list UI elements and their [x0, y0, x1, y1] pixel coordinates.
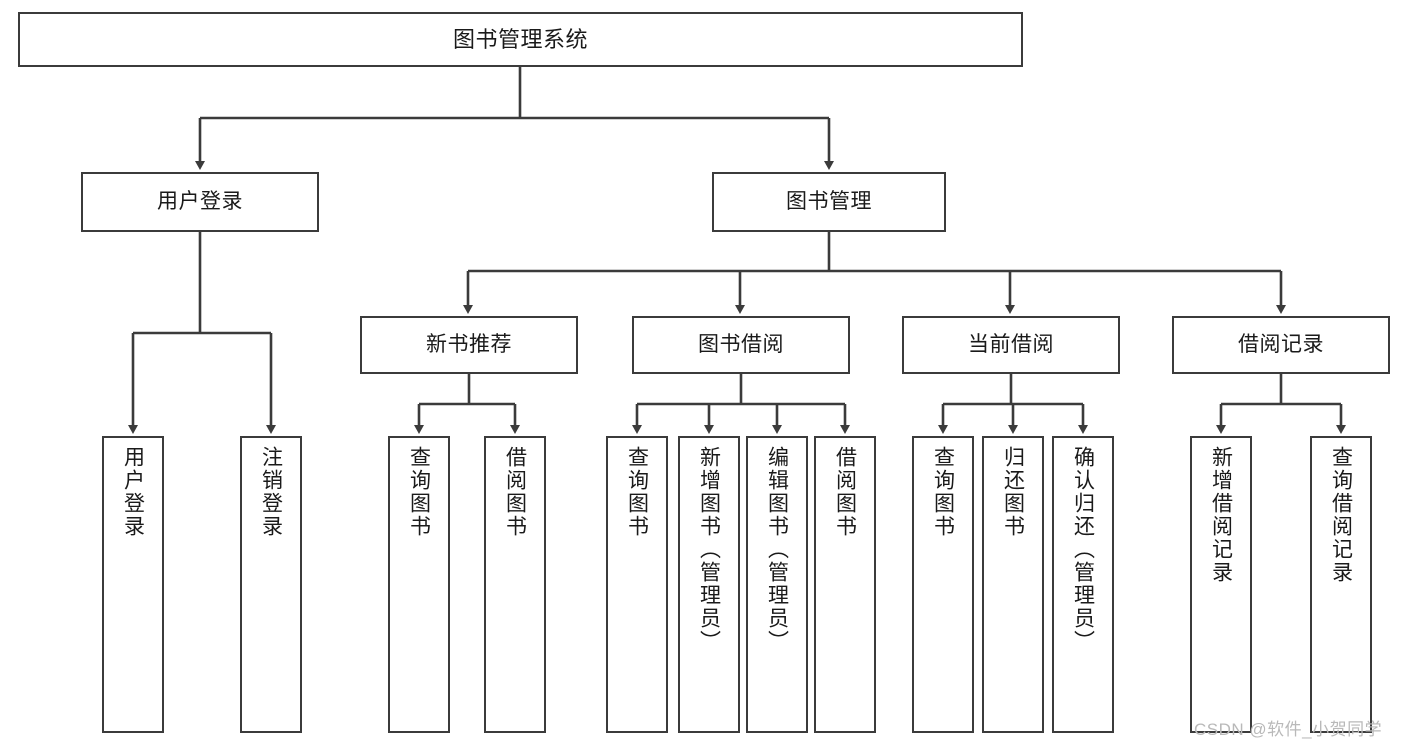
leaf-borrow-book-1-label: 借阅图书 [503, 446, 527, 538]
leaf-user-login[interactable]: 用户登录 [102, 436, 164, 733]
leaf-add-record[interactable]: 新增借阅记录 [1190, 436, 1252, 733]
leaf-edit-book[interactable]: 编辑图书（管理员） [746, 436, 808, 733]
leaf-query-book-1[interactable]: 查询图书 [388, 436, 450, 733]
leaf-borrow-book-1[interactable]: 借阅图书 [484, 436, 546, 733]
watermark-text: CSDN @软件_小贺同学 [1194, 720, 1383, 739]
leaf-query-book-3-label: 查询图书 [931, 446, 955, 538]
leaf-query-book-2[interactable]: 查询图书 [606, 436, 668, 733]
node-book-manage[interactable]: 图书管理 [712, 172, 946, 232]
node-current-borrow[interactable]: 当前借阅 [902, 316, 1120, 374]
leaf-query-book-2-label: 查询图书 [625, 446, 649, 538]
leaf-user-logout[interactable]: 注销登录 [240, 436, 302, 733]
node-root[interactable]: 图书管理系统 [18, 12, 1023, 67]
leaf-edit-book-label: 编辑图书（管理员） [765, 446, 789, 653]
leaf-user-login-label: 用户登录 [121, 446, 145, 538]
leaf-user-logout-label: 注销登录 [259, 446, 283, 538]
leaf-add-book[interactable]: 新增图书（管理员） [678, 436, 740, 733]
leaf-query-record[interactable]: 查询借阅记录 [1310, 436, 1372, 733]
leaf-add-book-label: 新增图书（管理员） [697, 446, 721, 653]
leaf-query-book-1-label: 查询图书 [407, 446, 431, 538]
node-borrow-record[interactable]: 借阅记录 [1172, 316, 1390, 374]
node-current-borrow-label: 当前借阅 [968, 332, 1054, 356]
leaf-confirm-return-label: 确认归还（管理员） [1071, 446, 1095, 653]
node-new-book-recommend-label: 新书推荐 [426, 332, 512, 356]
node-user-login[interactable]: 用户登录 [81, 172, 319, 232]
leaf-confirm-return[interactable]: 确认归还（管理员） [1052, 436, 1114, 733]
leaf-query-record-label: 查询借阅记录 [1329, 446, 1353, 584]
node-root-label: 图书管理系统 [452, 26, 588, 52]
node-book-borrow-label: 图书借阅 [698, 332, 784, 356]
leaf-return-book[interactable]: 归还图书 [982, 436, 1044, 733]
leaf-borrow-book-2[interactable]: 借阅图书 [814, 436, 876, 733]
node-new-book-recommend[interactable]: 新书推荐 [360, 316, 578, 374]
leaf-borrow-book-2-label: 借阅图书 [833, 446, 857, 538]
node-book-manage-label: 图书管理 [786, 189, 872, 213]
leaf-query-book-3[interactable]: 查询图书 [912, 436, 974, 733]
leaf-return-book-label: 归还图书 [1001, 446, 1025, 538]
node-book-borrow[interactable]: 图书借阅 [632, 316, 850, 374]
node-borrow-record-label: 借阅记录 [1238, 332, 1324, 356]
node-user-login-label: 用户登录 [157, 189, 243, 213]
leaf-add-record-label: 新增借阅记录 [1209, 446, 1233, 584]
